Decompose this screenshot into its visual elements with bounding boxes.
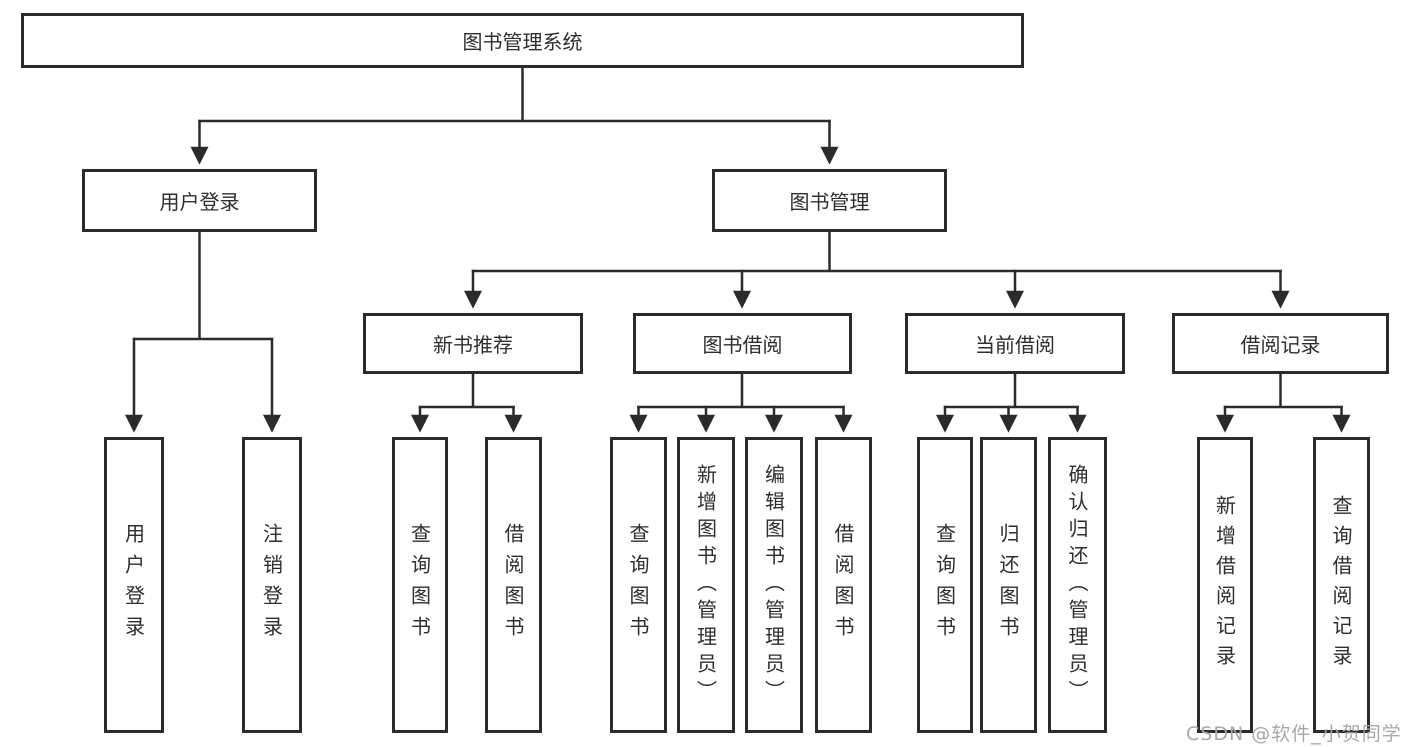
node-current-borrow: 当前借阅 xyxy=(905,313,1125,374)
leaf-query-borrow-record: 查询借阅记录 xyxy=(1313,437,1370,733)
node-new-book-recommend: 新书推荐 xyxy=(363,313,583,374)
leaf-add-books-admin: 新增图书（管理员） xyxy=(677,437,735,733)
node-user-login: 用户登录 xyxy=(82,169,317,232)
node-library-system: 图书管理系统 xyxy=(21,13,1024,68)
leaf-recommend-query-books: 查询图书 xyxy=(392,437,448,733)
leaf-confirm-return-admin: 确认归还（管理员） xyxy=(1048,437,1107,733)
leaf-add-borrow-record: 新增借阅记录 xyxy=(1197,437,1253,733)
leaf-borrow-books: 借阅图书 xyxy=(815,437,872,733)
leaf-logout: 注销登录 xyxy=(242,437,302,733)
csdn-watermark: CSDN @软件_小贺同学 xyxy=(1186,723,1402,745)
node-book-management: 图书管理 xyxy=(712,169,947,232)
leaf-user-login: 用户登录 xyxy=(104,437,164,733)
leaf-borrow-query-books: 查询图书 xyxy=(610,437,667,733)
leaf-return-books: 归还图书 xyxy=(980,437,1037,733)
leaf-edit-books-admin: 编辑图书（管理员） xyxy=(745,437,803,733)
node-book-borrow: 图书借阅 xyxy=(633,313,852,374)
leaf-recommend-borrow-books: 借阅图书 xyxy=(485,437,542,733)
leaf-current-query-books: 查询图书 xyxy=(917,437,973,733)
node-borrow-records: 借阅记录 xyxy=(1172,313,1389,374)
